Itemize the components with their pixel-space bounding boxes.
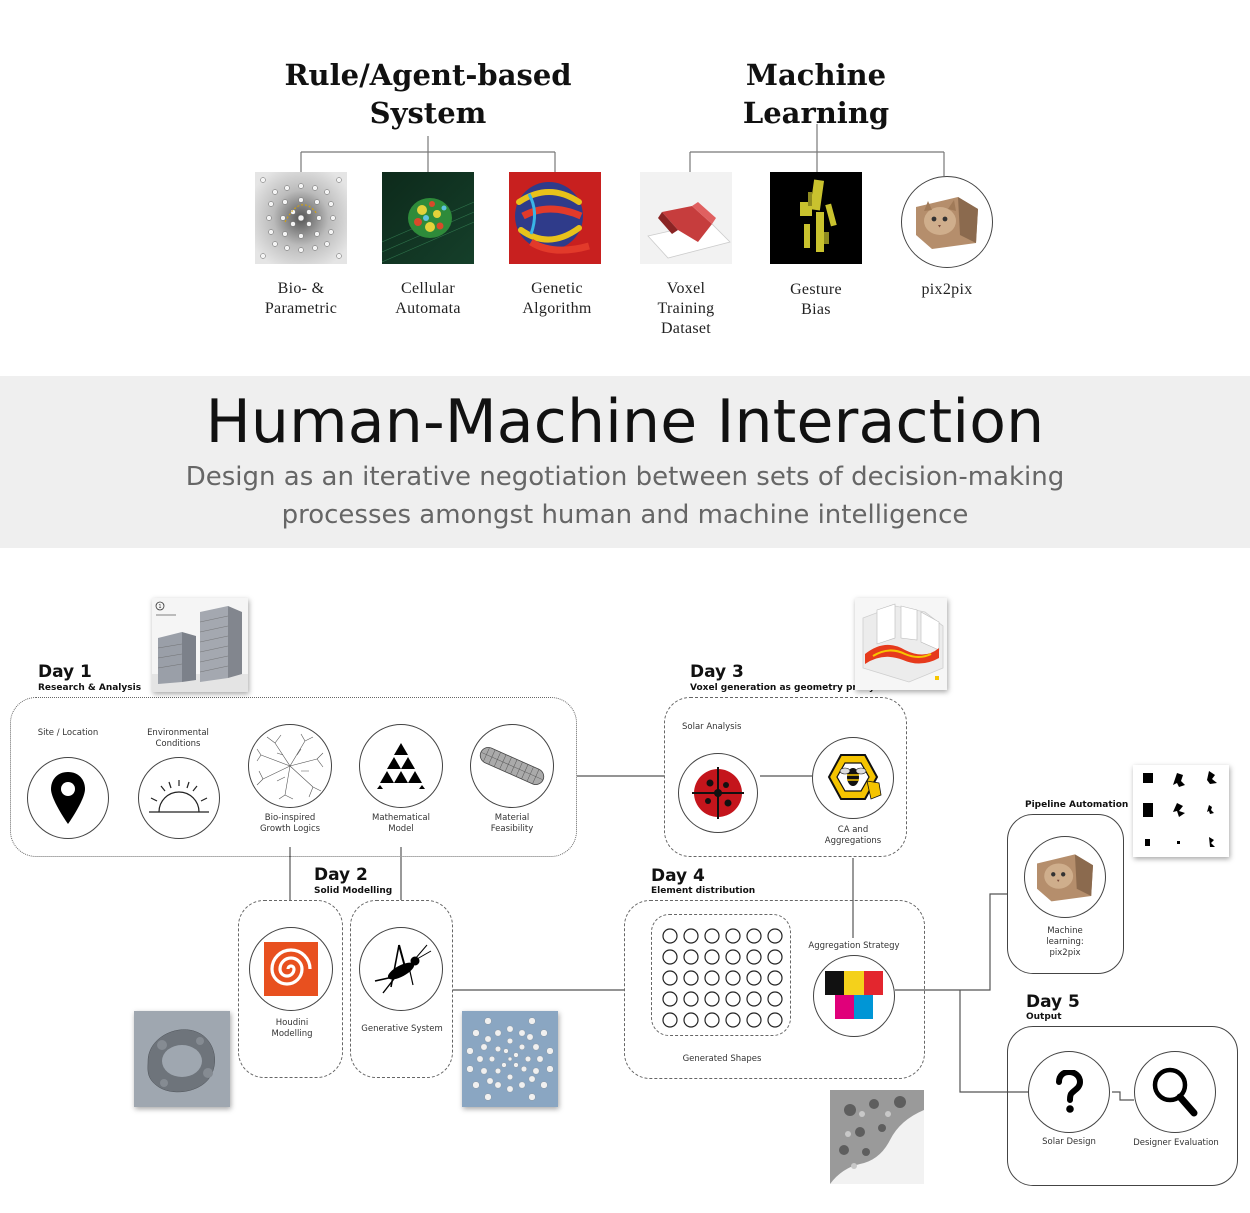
day2-title: Day 2 — [314, 865, 368, 885]
designer-evaluation-label: Designer Evaluation — [1133, 1138, 1219, 1148]
day5-subtitle: Output — [1026, 1012, 1062, 1022]
color-blocks-icon — [825, 971, 883, 1019]
day3-box — [664, 697, 907, 857]
day1-box — [10, 697, 577, 857]
grasshopper-icon — [374, 944, 432, 994]
site-location-node — [27, 757, 109, 839]
ca-aggregations-node — [812, 737, 894, 819]
day4-box — [624, 900, 925, 1079]
circle-grid-icon — [661, 927, 783, 1028]
voxel-training-dataset-thumbnail — [640, 172, 732, 264]
group-tree-connectors — [300, 124, 945, 176]
aggregation-strategy-label: Aggregation Strategy — [808, 941, 900, 951]
pix2pix-node — [1024, 836, 1106, 918]
map-pin-icon — [51, 772, 85, 824]
magnifier-icon — [1152, 1067, 1198, 1117]
designer-evaluation-node — [1134, 1051, 1216, 1133]
branching-growth-icon — [256, 733, 324, 800]
aggregation-strategy-node — [813, 955, 895, 1037]
day5-title: Day 5 — [1026, 992, 1080, 1012]
day3-subtitle: Voxel generation as geometry proxy — [690, 683, 875, 693]
pipeline-box — [1007, 814, 1124, 974]
site-location-label: Site / Location — [37, 728, 99, 738]
svg-text:1: 1 — [158, 604, 161, 610]
site-model-photo: 1 — [152, 598, 248, 692]
genetic-algorithm-thumbnail — [509, 172, 601, 264]
cat-cube-icon — [1037, 854, 1093, 902]
page-subtitle: Design as an iterative negotiation betwe… — [185, 462, 1065, 530]
cellular-automata-thumbnail — [382, 172, 474, 264]
bio-parametric-thumbnail — [255, 172, 347, 264]
workflow-connectors — [289, 775, 1134, 1101]
sunrise-icon — [149, 780, 209, 813]
pix2pix-label: pix2pix — [921, 281, 973, 298]
day2-subtitle: Solid Modelling — [314, 886, 393, 896]
bio-parametric-label: Bio- &Parametric — [264, 280, 338, 317]
bio-inspired-node — [248, 724, 332, 808]
pipeline-title: Pipeline Automation — [1025, 800, 1129, 810]
group-title-machine-learning: Machine Learning — [742, 58, 890, 130]
solar-radiation-icon — [692, 767, 744, 819]
nanotube-icon — [479, 747, 545, 785]
houdini-logo-icon — [264, 942, 318, 996]
day4-subtitle: Element distribution — [651, 886, 756, 896]
day3-title: Day 3 — [690, 662, 744, 682]
day2-generative-box — [350, 900, 453, 1078]
generated-shapes-label: Generated Shapes — [682, 1054, 762, 1064]
page-title: Human-Machine Interaction — [205, 387, 1045, 457]
day1-subtitle: Research & Analysis — [38, 683, 142, 693]
environmental-conditions-node — [138, 757, 220, 839]
material-feasibility-node — [470, 724, 554, 808]
group-title-rule-agent: Rule/Agent-based System — [284, 58, 572, 130]
day1-title: Day 1 — [38, 662, 92, 682]
question-mark-icon — [1056, 1070, 1084, 1113]
day4-title: Day 4 — [651, 866, 705, 886]
mathematical-model-node — [359, 724, 443, 808]
pipeline-samples-photo — [1133, 765, 1229, 857]
solar-design-label: Solar Design — [1042, 1137, 1096, 1147]
pix2pix-thumbnail — [901, 176, 993, 268]
day2-houdini-box — [238, 900, 343, 1078]
solar-design-node — [1028, 1051, 1110, 1133]
title-band — [0, 376, 1250, 548]
day5-box — [1007, 1026, 1238, 1186]
houdini-node — [249, 927, 333, 1011]
generative-system-label: Generative System — [361, 1024, 443, 1034]
voxel-photo — [855, 598, 947, 690]
aggregation-photo — [830, 1090, 924, 1184]
houdini-model-photo — [134, 1011, 230, 1107]
sierpinski-triangle-icon — [377, 743, 425, 789]
generated-shapes-grid — [651, 914, 791, 1036]
phyllotaxis-photo — [462, 1011, 558, 1107]
solar-analysis-label: Solar Analysis — [682, 722, 742, 732]
hexagon-bee-icon — [827, 754, 882, 800]
generative-system-node — [359, 927, 443, 1011]
gesture-bias-thumbnail — [770, 172, 862, 264]
solar-analysis-node — [678, 753, 758, 833]
